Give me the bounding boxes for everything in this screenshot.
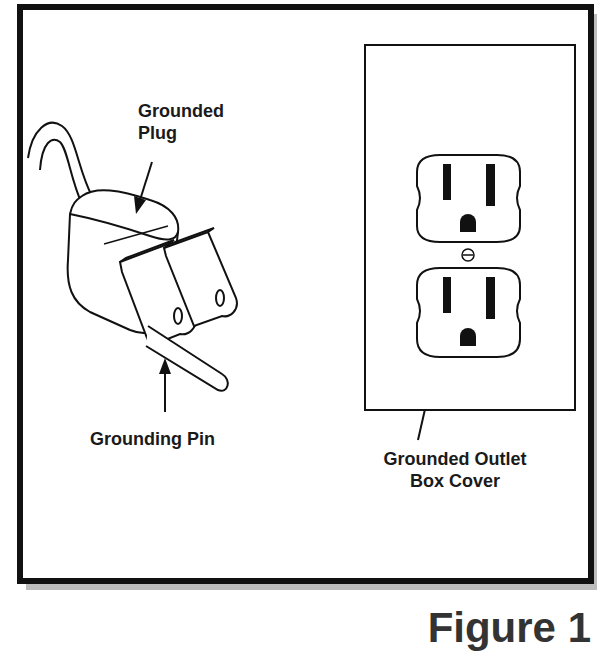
plug-face — [104, 226, 168, 244]
receptacle — [417, 155, 520, 242]
plug-body — [70, 214, 178, 239]
plug-blade — [164, 228, 214, 248]
arrowhead — [134, 196, 146, 214]
part-label: Grounding Pin — [90, 428, 250, 450]
plug-blade — [164, 232, 237, 326]
arrowhead — [159, 358, 171, 374]
outlet-cover — [365, 45, 575, 410]
cord — [40, 140, 82, 204]
cord — [28, 123, 92, 196]
cover-screw — [463, 254, 473, 256]
part-label: Grounded Outlet Box Cover — [370, 448, 540, 492]
cover-screw — [462, 249, 474, 261]
blade-hole — [174, 308, 182, 324]
leader-line — [140, 162, 152, 200]
figure-caption: Figure 1 — [428, 604, 591, 652]
leader-line — [164, 372, 166, 412]
blade-hole — [216, 290, 224, 306]
grounding-pin — [146, 326, 228, 391]
receptacle — [417, 268, 520, 357]
part-label: Grounded Plug — [138, 100, 238, 144]
figure-frame — [20, 7, 591, 581]
